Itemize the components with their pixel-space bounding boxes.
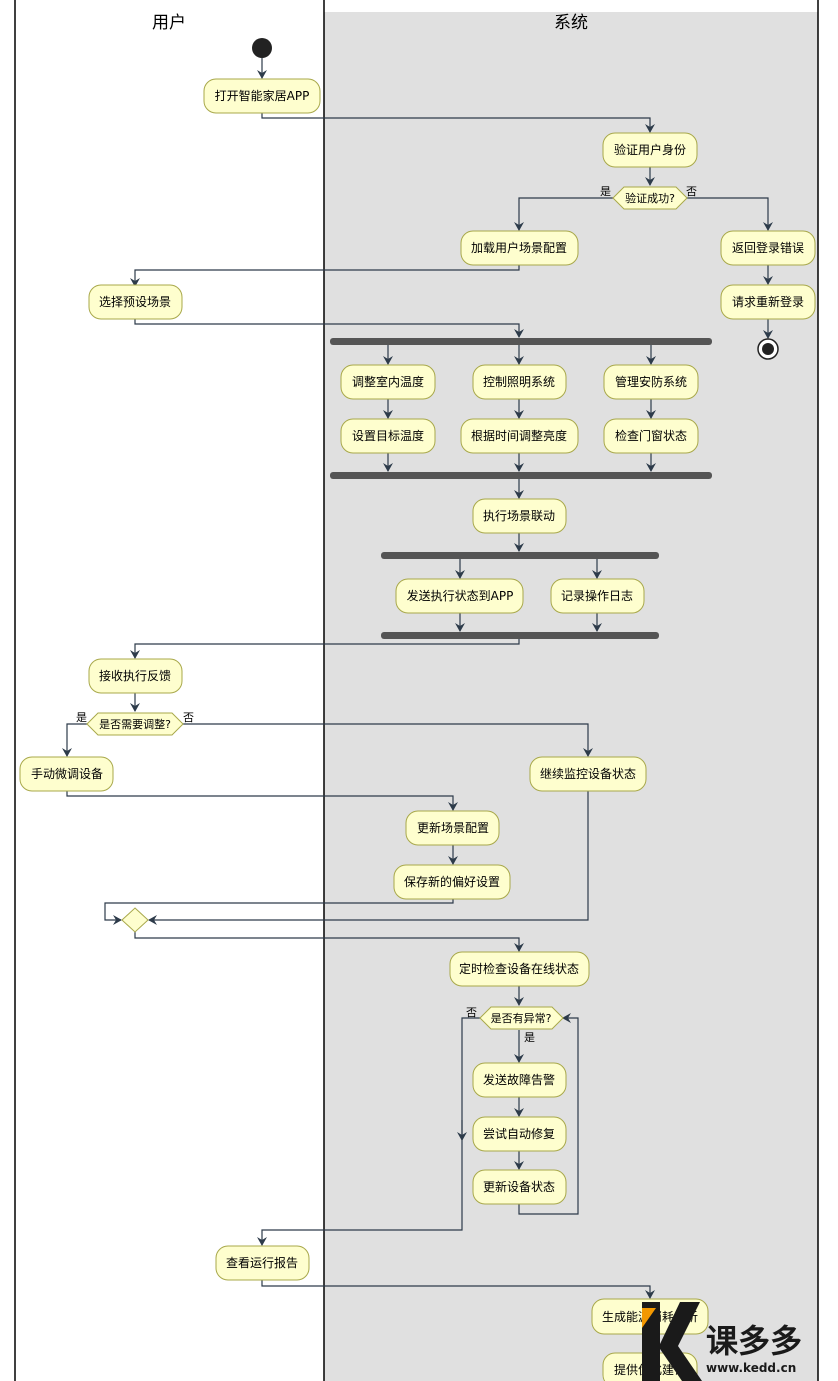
node-label: 手动微调设备 [31, 767, 103, 781]
node-label: 接收执行反馈 [99, 668, 171, 683]
decision-need-adjust: 是否需要调整? [86, 712, 184, 736]
node-label: 验证用户身份 [614, 142, 686, 157]
node-set-target-temp: 设置目标温度 [340, 418, 436, 454]
node-label: 选择预设场景 [99, 295, 171, 309]
node-label: 管理安防系统 [615, 374, 687, 389]
system-lane-title: 系统 [554, 13, 588, 33]
node-receive-feedback: 接收执行反馈 [88, 658, 183, 694]
flow-edges [62, 58, 773, 1353]
node-verify-identity: 验证用户身份 [602, 132, 698, 168]
fork-bar [330, 338, 712, 345]
node-update-device: 更新设备状态 [472, 1169, 567, 1205]
decision-label: 是否有异常? [491, 1011, 552, 1025]
node-label: 返回登录错误 [732, 240, 804, 255]
decision-verify-success: 验证成功? [612, 186, 688, 210]
node-execute-linkage: 执行场景联动 [472, 498, 567, 534]
node-label: 控制照明系统 [483, 375, 555, 389]
node-label: 发送故障告警 [483, 1072, 555, 1087]
node-label: 设置目标温度 [352, 428, 424, 443]
branch-label-no: 否 [686, 185, 697, 198]
node-check-doors: 检查门窗状态 [603, 418, 699, 454]
decision-has-anomaly: 是否有异常? [479, 1006, 564, 1030]
node-adjust-brightness: 根据时间调整亮度 [460, 418, 579, 454]
node-send-status: 发送执行状态到APP [395, 578, 524, 614]
node-check-online: 定时检查设备在线状态 [449, 951, 590, 987]
node-label: 查看运行报告 [226, 1255, 298, 1270]
node-relogin: 请求重新登录 [720, 284, 816, 320]
node-monitor-devices: 继续监控设备状态 [529, 756, 647, 792]
node-adjust-temp: 调整室内温度 [340, 364, 436, 400]
node-manage-security: 管理安防系统 [603, 364, 699, 400]
user-lane [15, 12, 324, 1381]
brand-logo-icon [642, 1302, 702, 1381]
branch-label-yes: 是 [524, 1031, 535, 1044]
node-label: 执行场景联动 [483, 509, 555, 523]
join-bar [381, 632, 659, 639]
merge-node [121, 907, 149, 933]
decision-label: 验证成功? [625, 191, 675, 205]
join-bar [330, 472, 712, 479]
end-node [757, 338, 779, 360]
node-load-scene: 加载用户场景配置 [460, 230, 579, 266]
brand-url: www.kedd.cn [706, 1361, 796, 1375]
node-label: 检查门窗状态 [615, 428, 687, 443]
node-select-scene: 选择预设场景 [88, 284, 183, 320]
node-send-alarm: 发送故障告警 [472, 1062, 567, 1098]
node-label: 定时检查设备在线状态 [459, 961, 579, 976]
decision-label: 是否需要调整? [99, 717, 171, 731]
node-label: 加载用户场景配置 [471, 240, 567, 255]
system-lane [324, 12, 818, 1381]
node-label: 保存新的偏好设置 [404, 874, 500, 889]
user-lane-title: 用户 [152, 13, 186, 33]
node-record-log: 记录操作日志 [550, 578, 645, 614]
node-return-error: 返回登录错误 [720, 230, 816, 266]
node-open-app: 打开智能家居APP [203, 78, 321, 114]
start-node [252, 38, 272, 58]
brand-name: 课多多 [706, 1322, 802, 1360]
node-label: 尝试自动修复 [483, 1126, 555, 1141]
fork-bar [381, 552, 659, 559]
node-update-scene: 更新场景配置 [405, 810, 500, 846]
node-label: 根据时间调整亮度 [471, 428, 567, 443]
branch-label-no: 否 [466, 1006, 477, 1019]
node-view-report: 查看运行报告 [215, 1245, 310, 1281]
node-label: 更新设备状态 [483, 1179, 555, 1194]
watermark: 课多多 www.kedd.cn [642, 1302, 802, 1381]
branch-label-yes: 是 [76, 711, 87, 724]
node-auto-repair: 尝试自动修复 [472, 1116, 567, 1152]
node-label: 发送执行状态到APP [407, 588, 514, 603]
branch-label-no: 否 [183, 711, 194, 724]
node-save-prefs: 保存新的偏好设置 [393, 864, 511, 900]
node-label: 请求重新登录 [732, 294, 804, 309]
node-manual-adjust: 手动微调设备 [19, 756, 114, 792]
node-label: 更新场景配置 [417, 820, 489, 835]
branch-label-yes: 是 [600, 185, 611, 198]
node-control-light: 控制照明系统 [472, 364, 567, 400]
node-label: 继续监控设备状态 [540, 767, 636, 781]
node-label: 调整室内温度 [352, 374, 424, 389]
node-label: 打开智能家居APP [215, 88, 310, 103]
node-label: 记录操作日志 [561, 588, 633, 603]
